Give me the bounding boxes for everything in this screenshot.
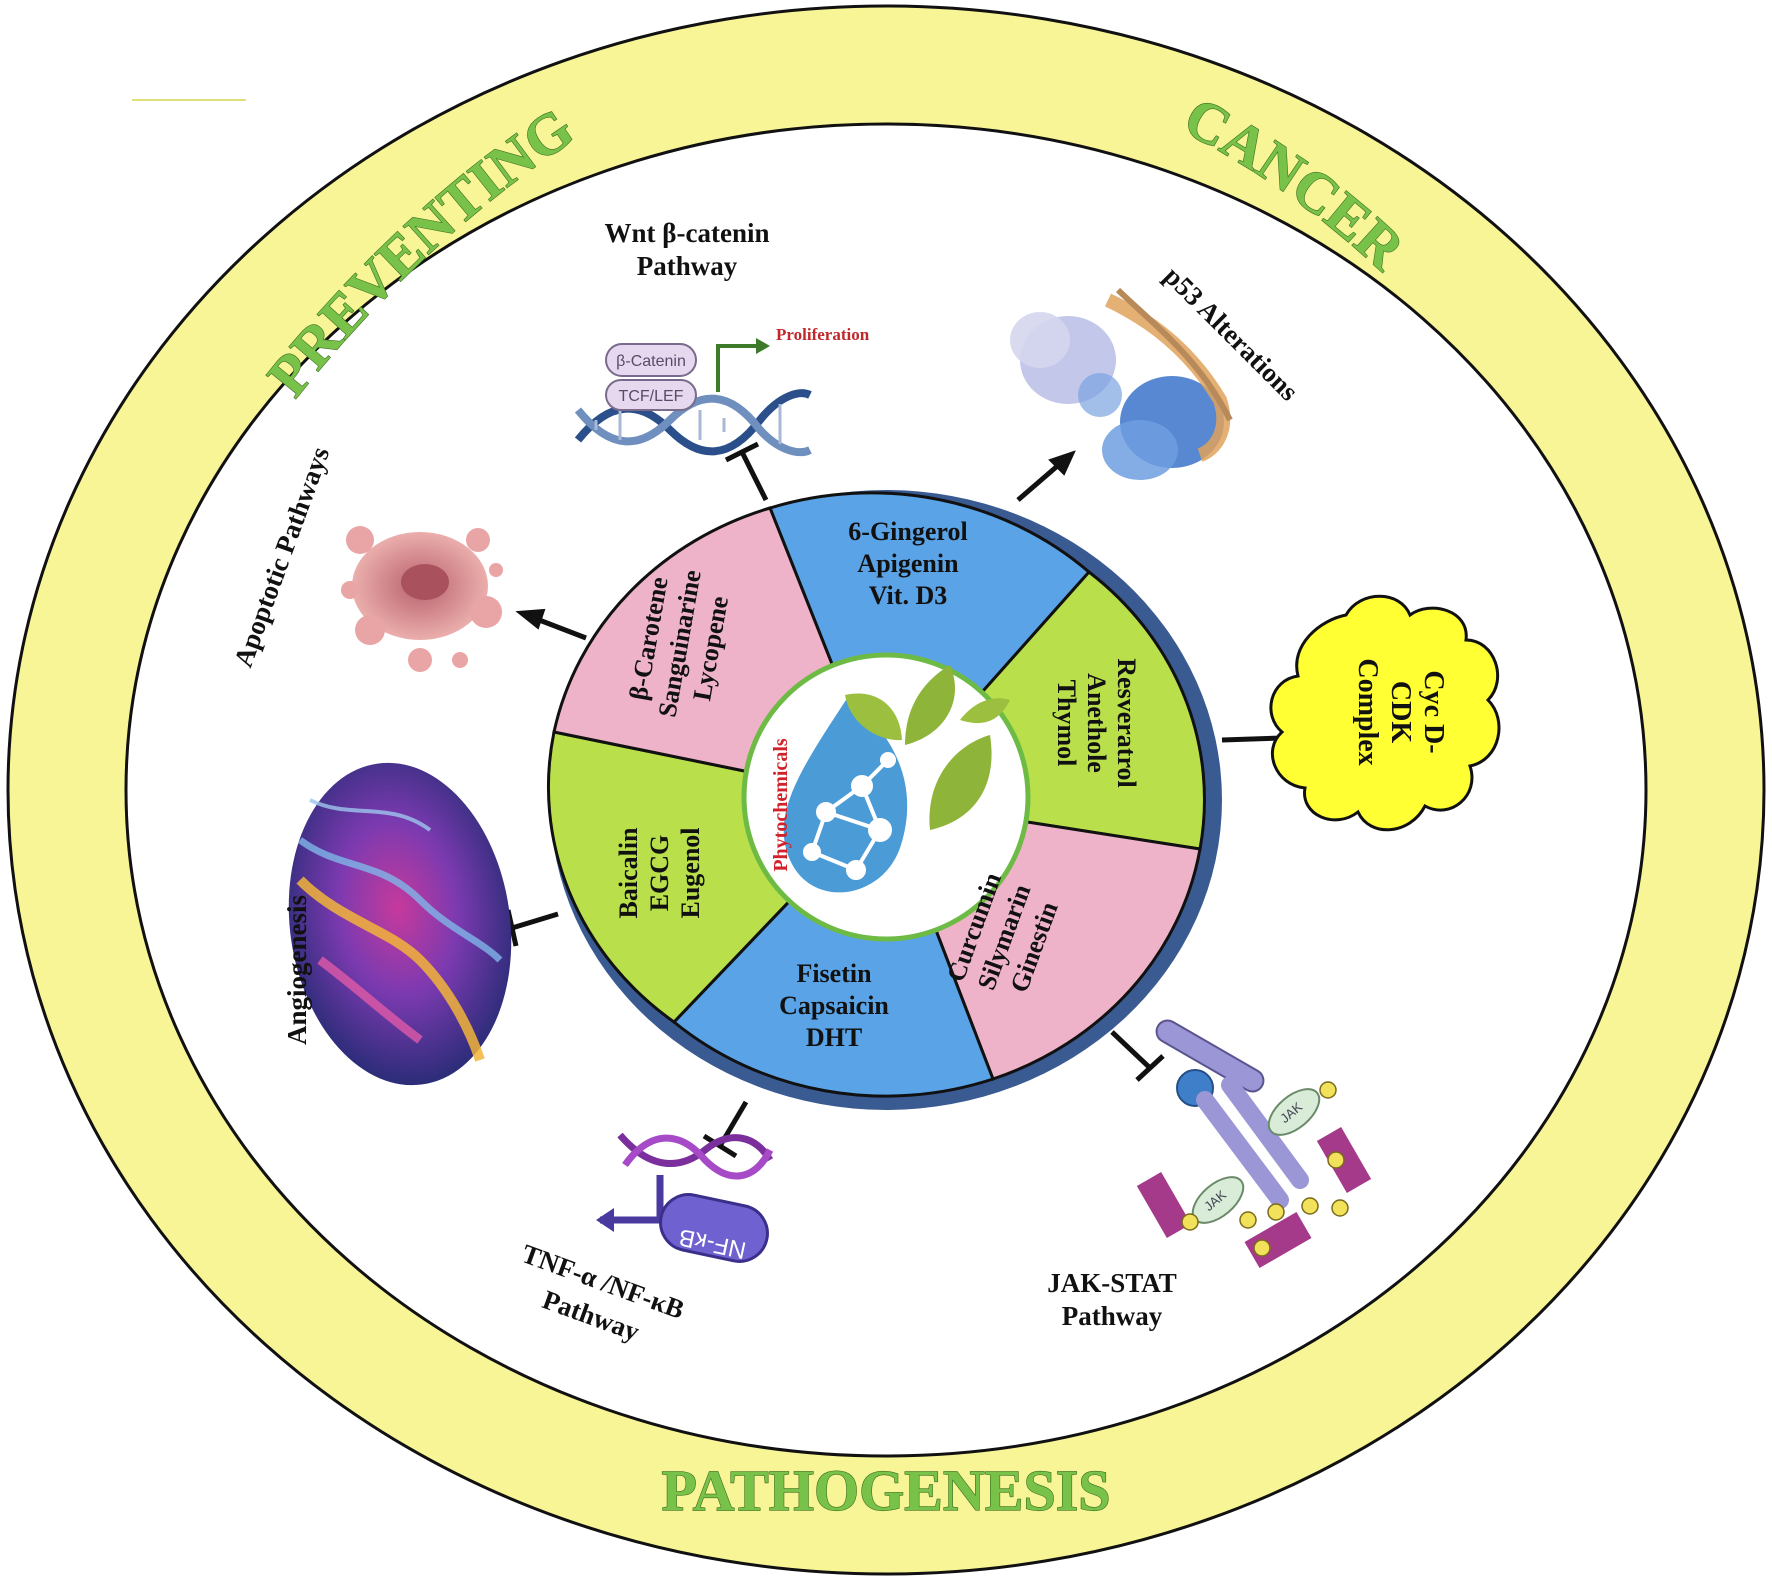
segment-text-6-gingerol: 6-Gingerol Apigenin Vit. D3 (848, 517, 967, 610)
svg-text:Resveratrol: Resveratrol (1112, 658, 1141, 787)
segment-text-fisetin: Fisetin Capsaicin DHT (779, 959, 889, 1052)
segment-text-baicalin: Baicalin EGCG Eugenol (614, 827, 705, 919)
ring-word-pathogenesis: PATHOGENESIS (661, 1458, 1110, 1523)
beta-catenin-label: β-Catenin (616, 353, 686, 370)
svg-text:Apigenin: Apigenin (857, 549, 959, 578)
connector-p53-activate (1016, 450, 1076, 502)
svg-text:Anethole: Anethole (1082, 673, 1111, 773)
segment-text-resveratrol: Resveratrol Anethole Thymol (1052, 658, 1141, 787)
segment-text-curcumin: Curcumin Silymarin Ginestin (941, 868, 1064, 996)
svg-text:Thymol: Thymol (1052, 680, 1081, 767)
connector-wnt-inhibit (724, 441, 769, 502)
phytochemical-wheel: Phytochemicals 6-Gingerol Apigenin Vit. … (546, 490, 1222, 1110)
svg-text:DHT: DHT (806, 1023, 862, 1052)
phytochemicals-logo (783, 665, 1010, 893)
cyc-line1: Cyc D- (1418, 670, 1449, 753)
segment-6-gingerol (768, 491, 1092, 803)
svg-text:Eugenol: Eugenol (676, 827, 705, 918)
svg-text:Fisetin: Fisetin (796, 959, 872, 988)
svg-text:6-Gingerol: 6-Gingerol (848, 517, 967, 546)
angiogenesis-image (288, 762, 512, 1086)
apoptotic-cell-icon (341, 526, 503, 672)
connector-jak-inhibit (1110, 1030, 1165, 1082)
jak-stat-receptor-icon: JAK JAK (1136, 1019, 1372, 1268)
tcf-lef-label: TCF/LEF (619, 388, 684, 405)
wnt-title-line2: Pathway (637, 251, 738, 281)
proliferation-label: Proliferation (776, 325, 870, 344)
jak-title-line1: JAK-STAT (1047, 1268, 1177, 1298)
center-label: Phytochemicals (770, 738, 792, 872)
cyc-d-cdk-cloud: Cyc D- CDK Complex (1269, 594, 1501, 832)
cyc-line3: Complex (1352, 658, 1383, 765)
svg-text:Vit. D3: Vit. D3 (869, 581, 947, 610)
wnt-title-line1: Wnt β-catenin (605, 218, 770, 248)
wnt-dna-icon: β-Catenin TCF/LEF Proliferation (574, 325, 870, 457)
p53-protein-icon (1010, 287, 1233, 480)
cyc-line2: CDK (1385, 681, 1416, 743)
angiogenesis-title: Angiogenesis (282, 895, 312, 1045)
connector-apoptotic-activate (515, 608, 587, 641)
svg-text:EGCG: EGCG (645, 835, 674, 912)
jak-title-line2: Pathway (1062, 1301, 1163, 1331)
svg-text:Baicalin: Baicalin (614, 827, 643, 919)
svg-text:Capsaicin: Capsaicin (779, 991, 889, 1020)
